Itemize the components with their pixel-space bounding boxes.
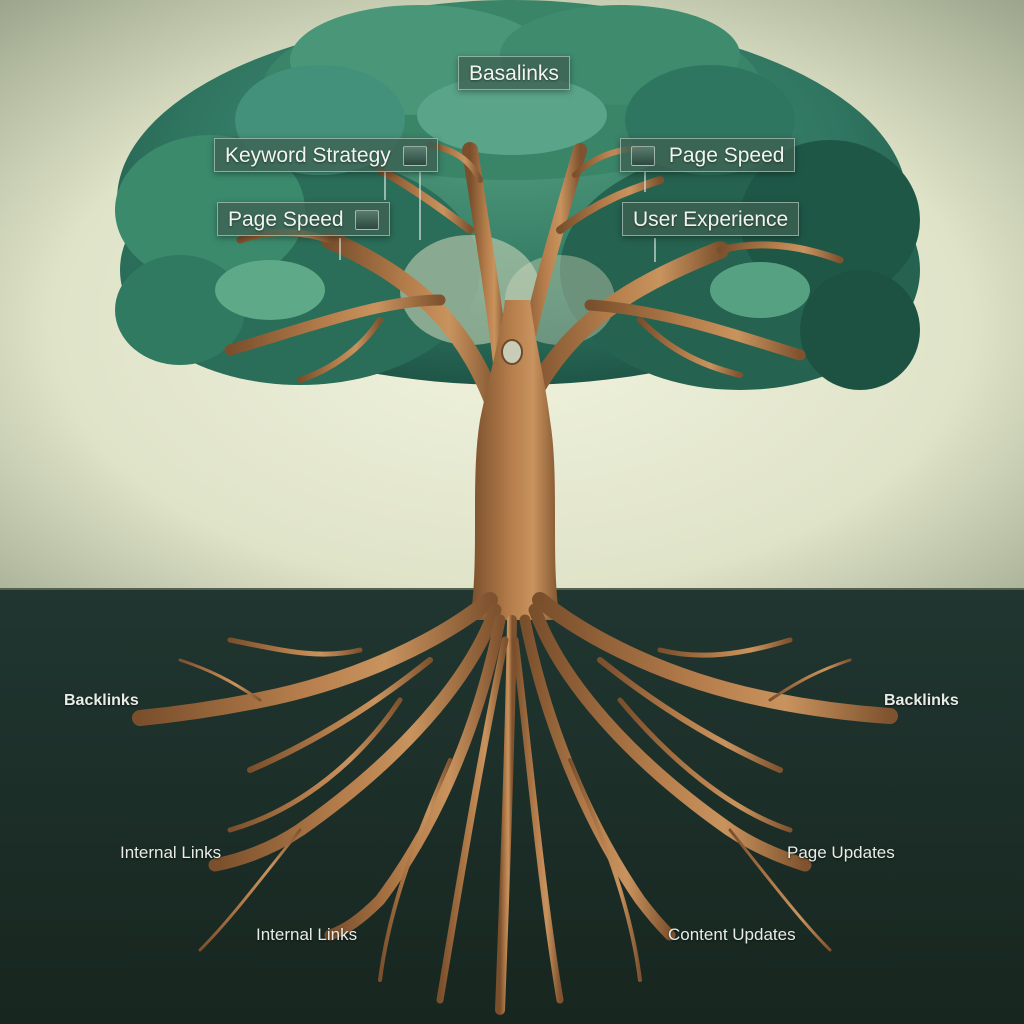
label-keyword-strategy-text: Keyword Strategy xyxy=(225,144,391,167)
panel-icon xyxy=(402,146,427,167)
root-label-backlinks-right: Backlinks xyxy=(884,692,959,709)
label-page-speed-right: Page Speed xyxy=(620,138,796,172)
leader-lines xyxy=(339,172,656,262)
label-page-speed-left-text: Page Speed xyxy=(228,208,344,231)
root-label-page-updates: Page Updates xyxy=(787,843,895,862)
root-label-internal-links-1: Internal Links xyxy=(120,843,222,862)
label-basalinks-text: Basalinks xyxy=(469,62,559,85)
root-label-backlinks-left: Backlinks xyxy=(64,692,139,709)
panel-icon xyxy=(355,210,380,231)
canopy xyxy=(115,0,920,390)
panel-icon xyxy=(631,146,655,167)
root-label-internal-links-2: Internal Links xyxy=(256,925,358,944)
label-page-speed-right-text: Page Speed xyxy=(668,144,785,167)
trunk xyxy=(470,300,560,620)
roots xyxy=(132,592,898,1015)
root-label-content-updates: Content Updates xyxy=(668,925,796,944)
label-page-speed-left: Page Speed xyxy=(217,202,391,236)
label-user-experience-text: User Experience xyxy=(633,208,789,231)
label-user-experience: User Experience xyxy=(622,202,800,236)
label-basalinks: Basalinks xyxy=(458,56,570,90)
label-keyword-strategy: Keyword Strategy xyxy=(214,138,438,172)
